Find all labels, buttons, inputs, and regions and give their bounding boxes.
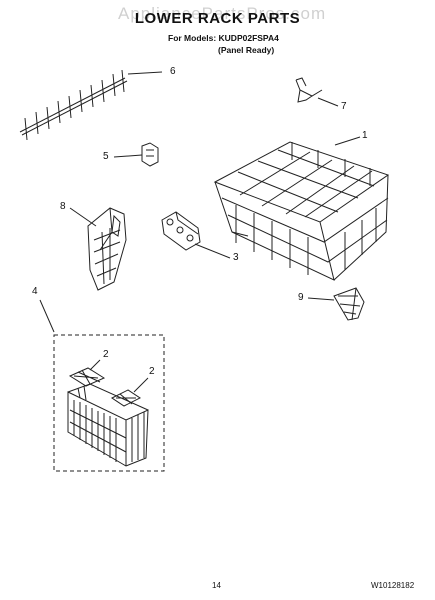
callout-1: 1 xyxy=(362,130,368,141)
part-9-clip xyxy=(333,287,365,321)
part-8-basket-panel xyxy=(87,207,127,291)
callout-9: 9 xyxy=(298,292,304,303)
leader-1 xyxy=(334,136,361,146)
callout-6: 6 xyxy=(170,66,176,77)
part-6-tine-row xyxy=(19,69,128,141)
part-4-cutlery-basket xyxy=(67,383,149,467)
part-5-small-clip xyxy=(141,142,159,167)
part-7-clip xyxy=(295,77,323,103)
callout-5: 5 xyxy=(103,151,109,162)
callout-4: 4 xyxy=(32,286,38,297)
page-title: LOWER RACK PARTS xyxy=(134,10,301,27)
panel-line: (Panel Ready) xyxy=(218,45,275,55)
models-line: For Models: KUDP02FSPA4 xyxy=(168,33,279,43)
callout-8: 8 xyxy=(60,201,66,212)
callout-2b: 2 xyxy=(149,366,155,377)
leader-7 xyxy=(317,97,339,107)
part-2-lid-b xyxy=(111,389,141,407)
watermark: AppliancePartsPros.com xyxy=(118,4,327,23)
callout-2a: 2 xyxy=(103,349,109,360)
part-2-lid-a xyxy=(68,367,106,387)
part-3-roller-holder xyxy=(161,211,201,251)
leader-9 xyxy=(307,297,335,301)
doc-number: W10128182 xyxy=(371,581,415,590)
part-4-dashed-box xyxy=(53,334,165,472)
callout-7: 7 xyxy=(341,101,347,112)
leader-2b xyxy=(133,377,149,393)
part-1-lower-rack xyxy=(213,141,390,281)
leader-3 xyxy=(194,243,231,259)
leader-8 xyxy=(69,207,97,227)
leader-4 xyxy=(39,299,55,333)
leader-2a xyxy=(89,359,101,371)
leader-6 xyxy=(127,71,163,75)
page-number: 14 xyxy=(212,581,221,590)
callout-3: 3 xyxy=(233,252,239,263)
leader-5 xyxy=(113,154,143,158)
